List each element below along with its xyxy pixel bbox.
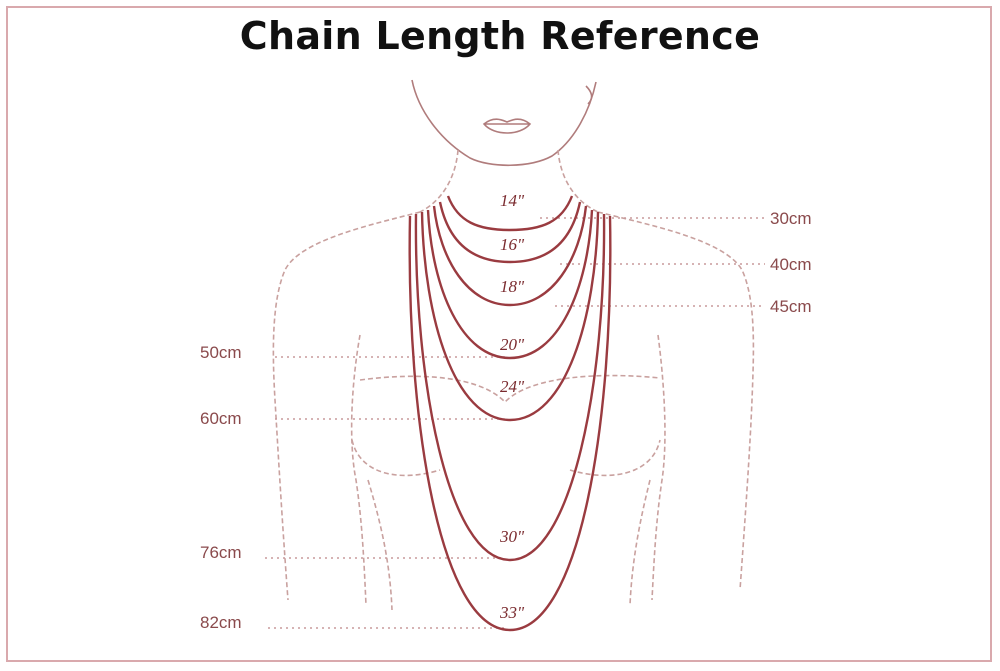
inch-label-16: 16" (500, 235, 525, 254)
page-title: Chain Length Reference (239, 14, 761, 58)
inch-label-24: 24" (500, 377, 525, 396)
bust-right (569, 439, 661, 477)
shoulder-right (597, 211, 755, 591)
waist-right (629, 479, 651, 606)
chain-33in (408, 215, 612, 632)
neck-right (557, 149, 599, 213)
cm-label-45: 45cm (770, 297, 812, 316)
arm-right-inner (651, 334, 666, 601)
inch-label-33: 33" (499, 603, 525, 622)
face-outline (411, 79, 597, 167)
inch-label-20: 20" (500, 335, 525, 354)
cm-label-76: 76cm (200, 543, 242, 562)
inch-label-30: 30" (499, 527, 525, 546)
waist-left (367, 479, 393, 611)
chain-14in (446, 195, 574, 232)
shoulder-left (272, 211, 421, 601)
chain-20in (426, 209, 594, 360)
chain-16in (438, 201, 582, 264)
neck-left (419, 149, 459, 213)
cm-label-50: 50cm (200, 343, 242, 362)
ear-outline (585, 85, 593, 105)
cm-label-82: 82cm (200, 613, 242, 632)
arm-left-inner (350, 334, 367, 606)
inch-label-14: 14" (500, 191, 525, 210)
chain-30in (414, 213, 606, 562)
lips (482, 118, 532, 134)
diagram-frame (6, 6, 992, 662)
inch-label-18: 18" (500, 277, 525, 296)
chain-24in (420, 211, 600, 422)
cm-label-40: 40cm (770, 255, 812, 274)
cm-label-30: 30cm (770, 209, 812, 228)
chain-18in (432, 205, 588, 307)
cm-label-60: 60cm (200, 409, 242, 428)
